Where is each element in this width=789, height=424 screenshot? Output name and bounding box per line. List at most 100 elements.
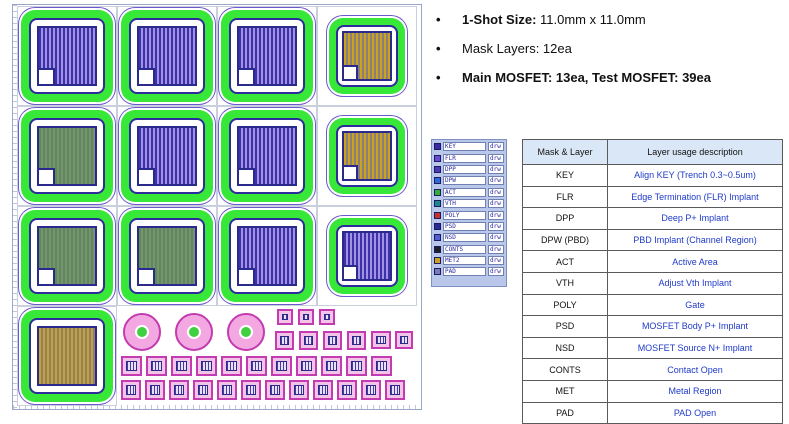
test-mosfet — [296, 356, 317, 376]
layout-cell — [117, 206, 217, 306]
active-area-core — [341, 30, 393, 82]
active-area-core — [236, 125, 298, 187]
test-mosfet — [289, 380, 309, 400]
layer-name-cell: VTH — [522, 271, 608, 295]
test-mosfet — [196, 356, 217, 376]
test-mosfet — [146, 356, 167, 376]
layout-cell — [17, 206, 117, 306]
layer-swatch — [434, 222, 441, 230]
main-mosfet-die — [221, 110, 313, 202]
main-mosfet-die — [21, 310, 113, 402]
test-ring-structure — [123, 313, 161, 351]
layer-palette-purpose: drw — [488, 256, 504, 266]
layer-palette-purpose: drw — [488, 267, 504, 277]
spec-list: • 1-Shot Size: 11.0mm x 11.0mm • Mask La… — [436, 12, 711, 99]
layer-palette-name: MET2 — [443, 256, 486, 266]
gate-pad-notch — [38, 167, 56, 185]
layer-palette-name: PAD — [443, 267, 486, 277]
test-mosfet — [241, 380, 261, 400]
main-mosfet-die — [329, 118, 405, 194]
main-mosfet-die — [21, 110, 113, 202]
main-mosfet-die — [221, 10, 313, 102]
spec-mask-layers: • Mask Layers: 12ea — [436, 41, 572, 56]
gate-pad-notch — [238, 167, 256, 185]
test-ring-structure — [227, 313, 265, 351]
gate-pad-notch — [238, 267, 256, 285]
spec-mosfet-count: • Main MOSFET: 13ea, Test MOSFET: 39ea — [436, 70, 711, 85]
gate-pad-notch — [138, 167, 156, 185]
layer-description-cell: Active Area — [607, 250, 783, 273]
active-area-core — [136, 125, 198, 187]
active-area-core — [236, 25, 298, 87]
layer-palette-name: FLR — [443, 153, 486, 163]
layout-ruler-left — [13, 5, 17, 409]
main-mosfet-die — [21, 210, 113, 302]
layer-name-cell: NSD — [522, 336, 608, 360]
layout-cell — [317, 6, 417, 106]
layout-cell — [317, 106, 417, 206]
layer-swatch — [434, 257, 441, 265]
active-area-core — [341, 130, 393, 182]
layer-swatch — [434, 165, 441, 173]
layer-palette-name: KEY — [443, 142, 486, 152]
layer-description-cell: Edge Termination (FLR) Implant — [607, 185, 783, 209]
main-mosfet-die — [21, 10, 113, 102]
test-mosfet — [395, 331, 413, 349]
test-mosfet — [361, 380, 381, 400]
test-mosfet — [346, 356, 367, 376]
main-mosfet-die — [121, 10, 213, 102]
test-mosfet — [246, 356, 267, 376]
gate-pad-notch — [343, 165, 358, 180]
layout-cell — [217, 6, 317, 106]
active-area-core — [36, 125, 98, 187]
layer-palette-name: CONTS — [443, 244, 486, 254]
gate-pad-notch — [138, 67, 156, 85]
layout-cell — [217, 206, 317, 306]
layer-palette-purpose: drw — [488, 187, 504, 197]
spec-shot-size: • 1-Shot Size: 11.0mm x 11.0mm — [436, 12, 646, 27]
layout-cell — [17, 306, 117, 406]
layer-name-cell: POLY — [522, 293, 608, 317]
layer-description-cell: Adjust Vth Implant — [607, 271, 783, 295]
layer-description-cell: Align KEY (Trench 0.3~0.5um) — [607, 164, 783, 187]
test-mosfet — [313, 380, 333, 400]
test-mosfet — [121, 380, 141, 400]
test-ring-structure — [175, 313, 213, 351]
layer-palette-purpose: drw — [488, 153, 504, 163]
test-mosfet — [347, 331, 366, 350]
active-area-core — [341, 230, 393, 282]
active-area-core — [136, 25, 198, 87]
layer-name-cell: CONTS — [522, 358, 608, 381]
test-mosfet — [319, 309, 335, 325]
test-mosfet — [221, 356, 242, 376]
layer-description-cell: Contact Open — [607, 358, 783, 381]
layout-ruler-bottom — [13, 405, 421, 409]
test-mosfet — [171, 356, 192, 376]
layer-name-cell: KEY — [522, 164, 608, 187]
layer-name-cell: ACT — [522, 250, 608, 273]
layout-cell — [17, 6, 117, 106]
layer-palette-purpose: drw — [488, 210, 504, 220]
active-area-core — [236, 225, 298, 287]
gate-pad-notch — [38, 67, 56, 85]
layer-palette-purpose: drw — [488, 233, 504, 243]
